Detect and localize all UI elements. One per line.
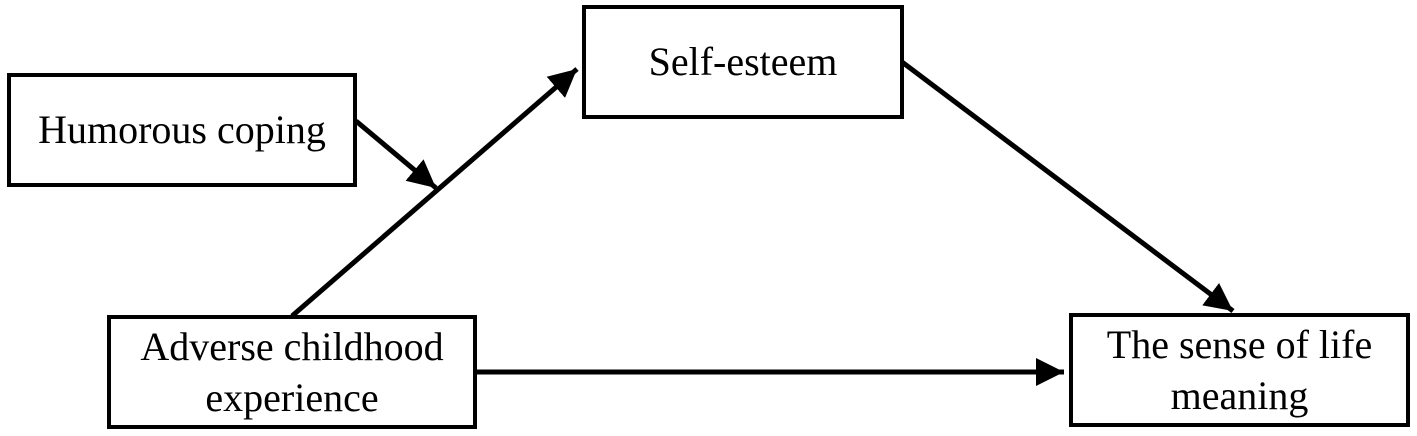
node-humorous-coping-label: Humorous coping	[38, 107, 326, 153]
node-humorous-coping: Humorous coping	[7, 73, 357, 187]
node-sense-of-life-meaning: The sense of life meaning	[1069, 313, 1410, 427]
node-adverse-childhood-experience: Adverse childhood experience	[107, 315, 477, 429]
node-adverse-childhood-experience-label: Adverse childhood experience	[140, 323, 444, 420]
node-self-esteem-label: Self-esteem	[648, 39, 838, 85]
node-self-esteem: Self-esteem	[582, 5, 904, 119]
node-sense-of-life-meaning-label: The sense of life meaning	[1106, 321, 1373, 418]
edge-humorous-to-mediation-path	[354, 119, 438, 190]
edge-adverse-to-self-esteem	[290, 67, 579, 318]
edge-self-esteem-to-life-meaning	[900, 60, 1235, 313]
